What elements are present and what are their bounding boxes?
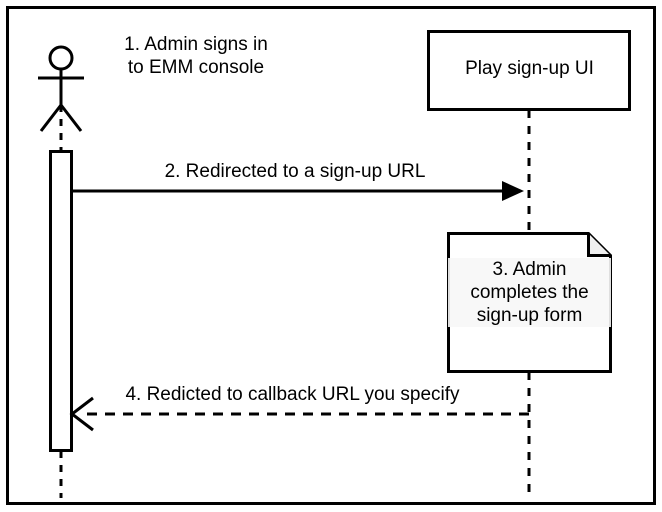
participant-label: Play sign-up UI — [465, 58, 594, 79]
actor-caption-label: 1. Admin signs in to EMM console — [124, 34, 268, 78]
actor-activation-bar — [49, 150, 73, 452]
participant-box[interactable] — [427, 30, 631, 111]
message-2-label: 2. Redirected to a sign-up URL — [164, 161, 426, 182]
stick-figure-actor-icon — [38, 45, 84, 132]
note-text-label: 3. Admin completes the sign-up form — [448, 258, 611, 327]
message-4-arrow — [69, 396, 529, 432]
message-4-label: 4. Redicted to callback URL you specify — [125, 384, 460, 405]
message-2-arrow — [71, 181, 524, 201]
